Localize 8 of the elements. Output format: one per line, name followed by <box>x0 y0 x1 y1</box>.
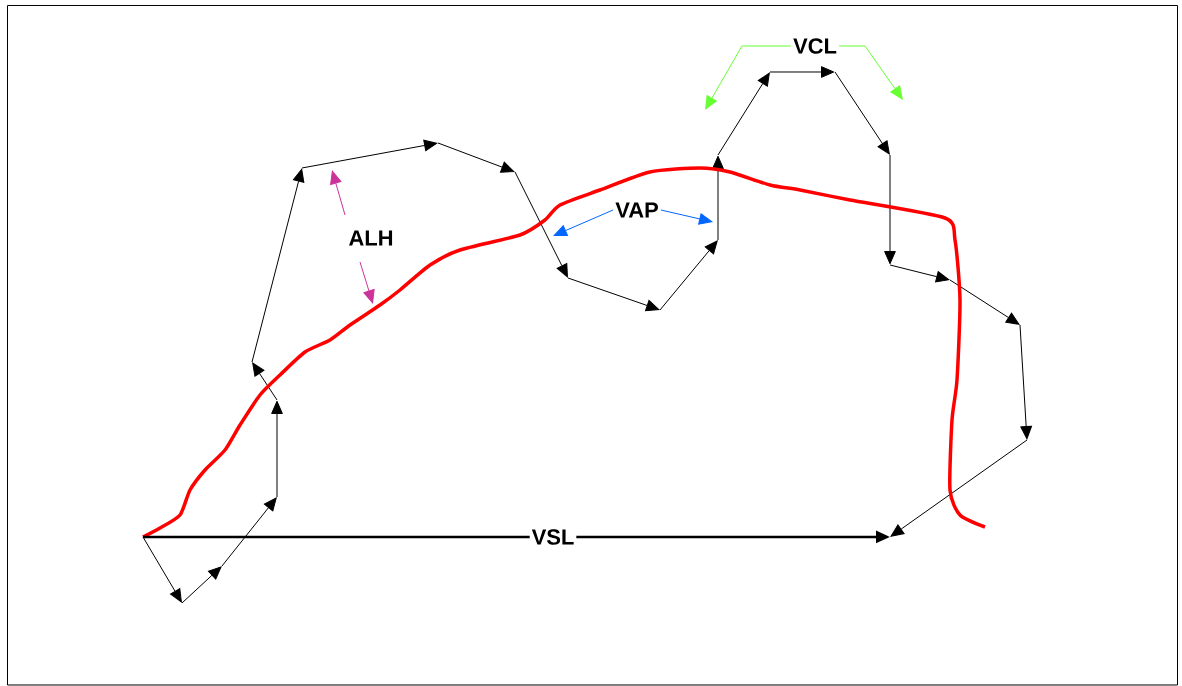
leader-line <box>838 45 903 100</box>
measure-label: VAP <box>615 202 658 218</box>
measure-label: ALH <box>346 228 396 248</box>
leader-line <box>660 209 713 225</box>
measure-label: VSL <box>529 527 577 547</box>
measure-label: VCL <box>793 38 837 54</box>
leader-line <box>553 209 614 237</box>
leader-line <box>705 45 792 110</box>
